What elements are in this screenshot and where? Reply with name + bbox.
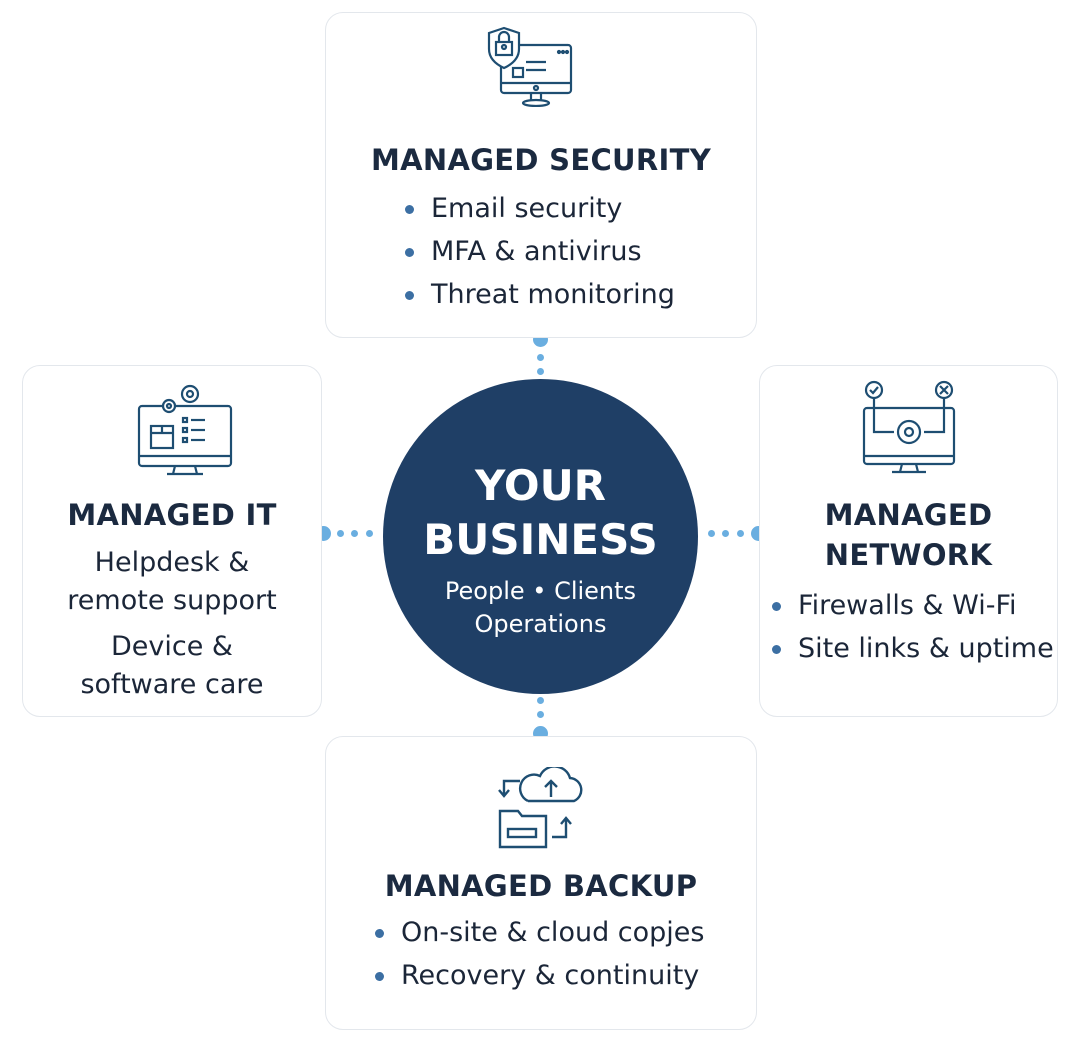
list-item: Recovery & continuity	[371, 954, 704, 997]
it-line: Device &	[111, 631, 233, 662]
list-item: On-site & cloud copjes	[371, 911, 704, 954]
list-item: Email security	[401, 187, 675, 230]
network-title-line1: MANAGED	[824, 498, 993, 532]
security-list: Email security MFA & antivirus Threat mo…	[401, 187, 675, 316]
center-subtitle-line2: Operations	[474, 610, 607, 638]
backup-list: On-site & cloud copjes Recovery & contin…	[371, 911, 704, 997]
shield-lock-monitor-icon	[487, 26, 573, 107]
cloud-folder-sync-icon	[498, 767, 583, 849]
network-title-line2: NETWORK	[824, 538, 993, 572]
center-title-line2: BUSINESS	[423, 515, 658, 564]
monitor-network-gear-icon	[862, 380, 956, 474]
network-list: Firewalls & Wi-Fi Site links & uptime	[768, 584, 1054, 670]
card-managed-security: MANAGED SECURITY Email security MFA & an…	[325, 12, 757, 338]
center-subtitle-line1: People • Clients	[444, 577, 637, 605]
it-title: MANAGED IT	[67, 498, 277, 532]
list-item: Threat monitoring	[401, 273, 675, 316]
list-item: Site links & uptime	[768, 627, 1054, 670]
card-managed-network: MANAGED NETWORK Firewalls & Wi-Fi Site l…	[759, 365, 1058, 717]
monitor-gears-icon	[137, 384, 233, 476]
your-business-circle: YOUR BUSINESS People • Clients Operation…	[383, 379, 698, 694]
backup-title: MANAGED BACKUP	[384, 869, 698, 903]
list-item: Firewalls & Wi-Fi	[768, 584, 1054, 627]
list-item: MFA & antivirus	[401, 230, 675, 273]
card-managed-it: MANAGED IT Helpdesk & remote support Dev…	[22, 365, 322, 717]
center-title-line1: YOUR	[474, 461, 607, 510]
it-line: remote support	[67, 585, 277, 616]
it-line: Helpdesk &	[94, 547, 250, 578]
it-line: software care	[80, 669, 264, 700]
security-title: MANAGED SECURITY	[370, 143, 712, 177]
card-managed-backup: MANAGED BACKUP On-site & cloud copjes Re…	[325, 736, 757, 1030]
